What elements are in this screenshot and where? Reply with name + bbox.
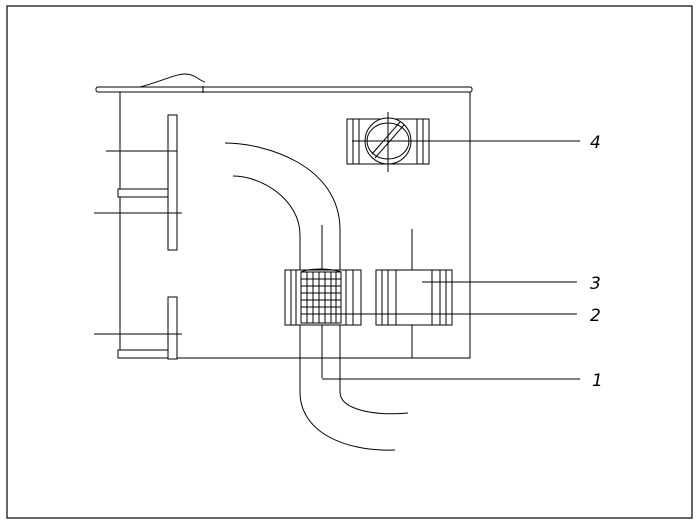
- upper-clamp-bracket: [106, 114, 178, 251]
- hatched-clip: [284, 268, 362, 326]
- plain-clip: [375, 269, 453, 326]
- lower-clamp-bracket: [94, 296, 182, 360]
- callout-1: 1: [592, 371, 603, 391]
- drawing-frame: [6, 5, 693, 519]
- left-support-bar: [94, 197, 182, 350]
- callout-4: 4: [590, 133, 601, 153]
- top-rod: [95, 73, 473, 93]
- screw-terminal: [346, 112, 430, 172]
- callout-2: 2: [590, 306, 601, 326]
- callout-3: 3: [590, 274, 601, 294]
